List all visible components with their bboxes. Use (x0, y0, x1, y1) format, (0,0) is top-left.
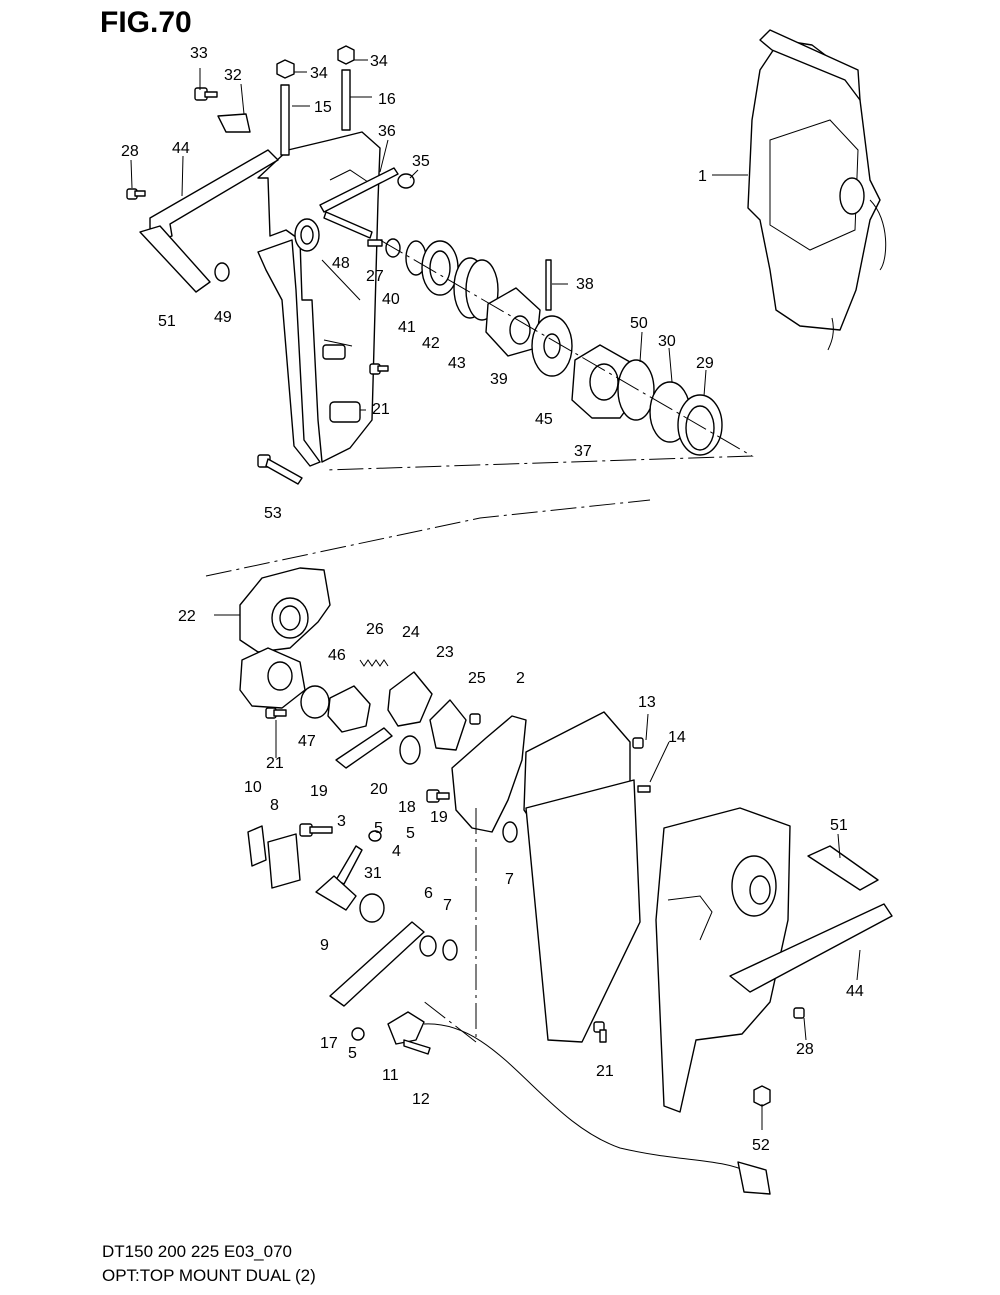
callout-30: 30 (658, 333, 676, 350)
callout-labels: 1 2 3 4 5 5 5 6 7 7 8 9 10 11 12 13 14 1… (121, 45, 864, 1154)
callout-17: 17 (320, 1035, 338, 1052)
callout-21c: 21 (596, 1063, 614, 1080)
callout-4: 4 (392, 843, 401, 860)
callout-12: 12 (412, 1091, 430, 1108)
callout-19b: 19 (430, 809, 448, 826)
callout-52: 52 (752, 1137, 770, 1154)
callout-24: 24 (402, 624, 420, 641)
callout-53: 53 (264, 505, 282, 522)
callout-28a: 28 (121, 143, 139, 160)
footer-description-line: OPT:TOP MOUNT DUAL (2) (102, 1266, 316, 1285)
callout-38: 38 (576, 276, 594, 293)
callout-45: 45 (535, 411, 553, 428)
callout-11: 11 (382, 1067, 399, 1084)
callout-32: 32 (224, 67, 242, 84)
callout-19a: 19 (310, 783, 328, 800)
control-unit-assembly (747, 29, 887, 351)
callout-6: 6 (424, 885, 433, 902)
callout-37: 37 (574, 443, 592, 460)
callout-36: 36 (378, 123, 396, 140)
callout-33: 33 (190, 45, 208, 62)
callout-3: 3 (337, 813, 346, 830)
callout-20: 20 (370, 781, 388, 798)
callout-16: 16 (378, 91, 396, 108)
callout-50: 50 (630, 315, 648, 332)
callout-8: 8 (270, 797, 279, 814)
callout-48: 48 (332, 255, 350, 272)
callout-41: 41 (398, 319, 416, 336)
callout-21a: 21 (372, 401, 390, 418)
callout-13: 13 (638, 694, 656, 711)
callout-7a: 7 (443, 897, 452, 914)
callout-43: 43 (448, 355, 466, 372)
callout-5a: 5 (406, 825, 415, 842)
callout-34b: 34 (370, 53, 388, 70)
callout-15: 15 (314, 99, 332, 116)
callout-42: 42 (422, 335, 440, 352)
callout-25: 25 (468, 670, 486, 687)
callout-31: 31 (364, 865, 382, 882)
callout-18: 18 (398, 799, 416, 816)
callout-28b: 28 (796, 1041, 814, 1058)
callout-27: 27 (366, 268, 384, 285)
callout-5c: 5 (374, 820, 383, 837)
callout-51b: 51 (830, 817, 848, 834)
callout-46: 46 (328, 647, 346, 664)
callout-44a: 44 (172, 140, 190, 157)
callout-1: 1 (698, 168, 707, 185)
callout-10: 10 (244, 779, 262, 796)
callout-26: 26 (366, 621, 384, 638)
lower-assembly (205, 499, 893, 1195)
callout-47: 47 (298, 733, 316, 750)
figure-title: FIG.70 (100, 6, 192, 39)
footer-model-line: DT150 200 225 E03_070 (102, 1242, 292, 1261)
callout-22: 22 (178, 608, 196, 625)
callout-21b: 21 (266, 755, 284, 772)
callout-35: 35 (412, 153, 430, 170)
callout-29: 29 (696, 355, 714, 372)
callout-23: 23 (436, 644, 454, 661)
callout-5b: 5 (348, 1045, 357, 1062)
callout-40: 40 (382, 291, 400, 308)
callout-2: 2 (516, 670, 525, 687)
callout-51a: 51 (158, 313, 176, 330)
callout-9: 9 (320, 937, 329, 954)
callout-49: 49 (214, 309, 232, 326)
callout-7b: 7 (505, 871, 514, 888)
callout-leaders (130, 59, 861, 1130)
callout-44b: 44 (846, 983, 864, 1000)
callout-39: 39 (490, 371, 508, 388)
callout-14: 14 (668, 729, 686, 746)
upper-assembly (126, 45, 754, 485)
callout-34a: 34 (310, 65, 328, 82)
